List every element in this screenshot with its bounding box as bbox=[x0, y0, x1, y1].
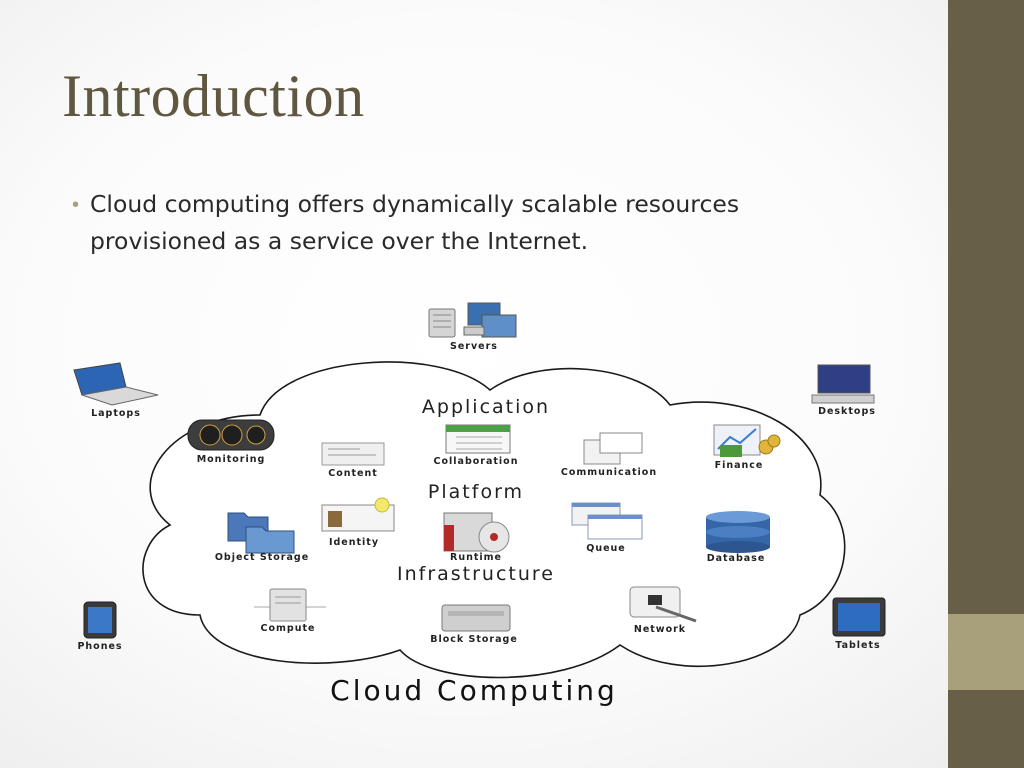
identity-label: Identity bbox=[329, 537, 379, 548]
communication-icon bbox=[583, 432, 643, 465]
compute-label: Compute bbox=[261, 623, 316, 634]
finance-icon bbox=[713, 424, 781, 457]
communication-label: Communication bbox=[561, 467, 657, 478]
database-icon bbox=[706, 511, 770, 553]
tablet-icon bbox=[832, 597, 886, 637]
side-accent-block bbox=[948, 614, 1024, 690]
block-storage-label: Block Storage bbox=[430, 634, 518, 645]
bullet-text: Cloud computing offers dynamically scala… bbox=[90, 190, 740, 255]
database-label: Database bbox=[707, 553, 766, 564]
servers-icon bbox=[428, 302, 517, 338]
cloud-computing-diagram: Servers Laptops Desktops Phones Tablets … bbox=[73, 302, 886, 707]
bullet-item: • Cloud computing offers dynamically sca… bbox=[72, 186, 832, 260]
application-layer-label: Application bbox=[422, 396, 550, 418]
tablets-label: Tablets bbox=[835, 640, 880, 651]
object-storage-icon bbox=[227, 512, 295, 554]
phones-label: Phones bbox=[77, 641, 122, 652]
content-icon bbox=[321, 442, 385, 466]
identity-icon bbox=[321, 497, 395, 532]
laptops-label: Laptops bbox=[91, 408, 141, 419]
desktops-label: Desktops bbox=[818, 406, 876, 417]
collaboration-icon bbox=[445, 424, 511, 454]
laptop-icon bbox=[73, 362, 159, 406]
desktop-icon bbox=[811, 364, 875, 404]
compute-icon bbox=[254, 588, 326, 622]
infrastructure-layer-label: Infrastructure bbox=[397, 563, 555, 585]
content-label: Content bbox=[328, 468, 378, 479]
runtime-icon bbox=[443, 512, 510, 553]
collaboration-label: Collaboration bbox=[434, 456, 519, 467]
network-icon bbox=[629, 586, 697, 623]
slide-title: Introduction bbox=[62, 63, 365, 129]
monitoring-icon bbox=[187, 419, 275, 451]
servers-label: Servers bbox=[450, 341, 498, 352]
finance-label: Finance bbox=[715, 460, 764, 471]
platform-layer-label: Platform bbox=[428, 481, 524, 503]
block-storage-icon bbox=[441, 604, 511, 632]
phone-icon bbox=[83, 601, 117, 639]
network-label: Network bbox=[634, 624, 686, 635]
bullet-dot-icon: • bbox=[72, 194, 80, 216]
cloud-computing-caption: Cloud Computing bbox=[330, 674, 618, 707]
queue-label: Queue bbox=[586, 543, 626, 554]
runtime-label: Runtime bbox=[450, 552, 502, 563]
queue-icon bbox=[571, 502, 643, 540]
monitoring-label: Monitoring bbox=[197, 454, 266, 465]
object-storage-label: Object Storage bbox=[215, 552, 309, 563]
